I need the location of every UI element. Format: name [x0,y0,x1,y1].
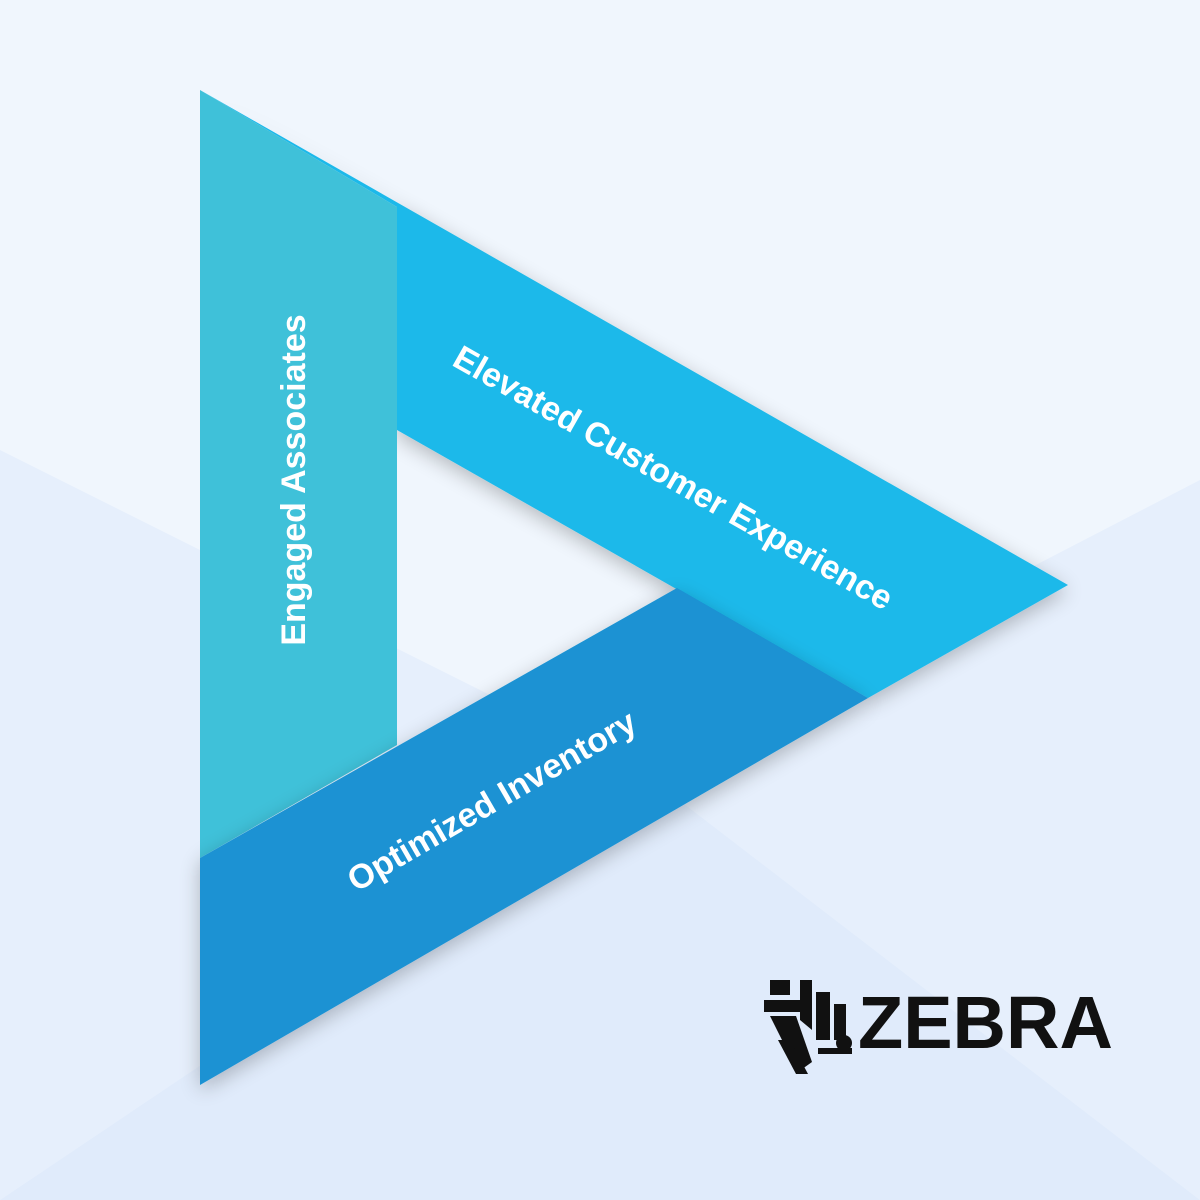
band-optimized-inventory [200,588,868,1085]
label-engaged-associates: Engaged Associates [275,314,313,645]
background-lower-right-shape [640,480,1200,1200]
background-bottom-shape [0,770,1200,1200]
zebra-logo: ZEBRA [764,980,1113,1074]
band-engaged-associates [200,90,397,858]
band-elevated-customer-experience [200,90,1068,698]
zebra-wordmark: ZEBRA [858,981,1113,1064]
zebra-head-icon [764,980,852,1074]
